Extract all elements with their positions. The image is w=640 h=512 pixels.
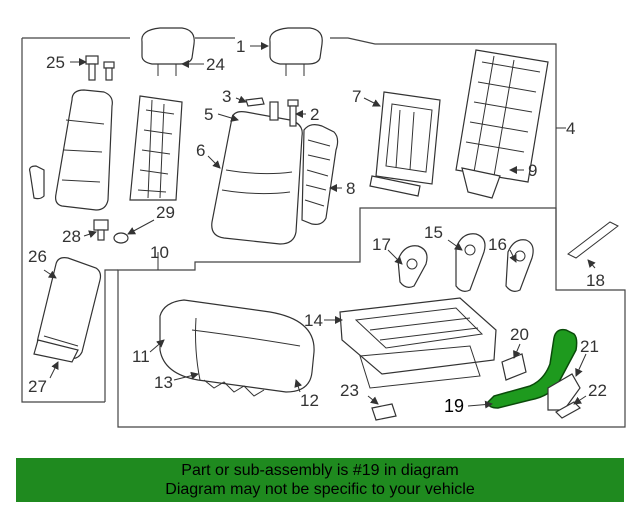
upper-assembly-outline <box>21 37 557 403</box>
bolt-3 <box>245 97 265 107</box>
callout-15: 15 <box>424 223 443 242</box>
seatback-cover-6 <box>211 111 303 245</box>
callout-10: 10 <box>150 243 169 262</box>
callout-16: 16 <box>488 235 507 254</box>
callout-12: 12 <box>300 391 319 410</box>
hinge-16 <box>505 239 534 292</box>
callout-3: 3 <box>222 87 231 106</box>
cover-27 <box>33 339 79 363</box>
callout-25: 25 <box>46 53 65 72</box>
callout-8: 8 <box>346 179 355 198</box>
clip-22 <box>555 401 581 419</box>
callout-4: 4 <box>566 119 575 138</box>
callout-23: 23 <box>340 381 359 400</box>
hinge-17 <box>397 245 428 288</box>
callout-22: 22 <box>588 381 607 400</box>
callout-26: 26 <box>28 247 47 266</box>
part-19-highlighted <box>487 328 578 409</box>
bolt-25 <box>85 55 115 81</box>
seatback-frame-9 <box>455 49 549 199</box>
info-banner: Part or sub-assembly is #19 in diagram D… <box>16 458 624 502</box>
headrest-24 <box>141 27 195 76</box>
callout-21: 21 <box>580 337 599 356</box>
callout-17: 17 <box>372 235 391 254</box>
callout-11: 11 <box>132 347 150 366</box>
callout-6: 6 <box>196 141 205 160</box>
connector-23 <box>371 403 397 421</box>
callout-18: 18 <box>586 271 605 290</box>
callout-24: 24 <box>206 55 225 74</box>
parts-diagram: 1 2 3 4 5 6 7 8 9 10 11 12 13 14 15 16 1… <box>21 27 626 428</box>
callout-28: 28 <box>62 227 81 246</box>
callout-9: 9 <box>528 161 537 180</box>
clip-29 <box>113 232 129 244</box>
callout-13: 13 <box>154 373 173 392</box>
callout-27: 27 <box>28 377 47 396</box>
cover-21 <box>547 373 581 411</box>
cushion-pad-13 <box>203 379 265 397</box>
seatback-pad-8 <box>301 124 339 225</box>
banner-line-2: Diagram may not be specific to your vehi… <box>165 481 475 498</box>
hinge-15 <box>455 233 486 292</box>
callout-2: 2 <box>310 105 319 124</box>
seat-frame-14 <box>339 297 497 389</box>
callout-19: 19 <box>444 396 464 416</box>
seatback-frame-7 <box>369 91 441 197</box>
bolt-28 <box>93 219 109 241</box>
callout-5: 5 <box>204 105 213 124</box>
seat-cushion-12 <box>159 299 315 393</box>
seatback-frame <box>129 95 183 201</box>
lower-assembly-outline <box>117 207 626 428</box>
callout-20: 20 <box>510 325 529 344</box>
seatback-panel <box>29 89 113 211</box>
callout-7: 7 <box>352 87 361 106</box>
banner-line-1: Part or sub-assembly is #19 in diagram <box>181 462 459 479</box>
callout-1: 1 <box>236 37 245 56</box>
callout-29: 29 <box>156 203 175 222</box>
callout-14: 14 <box>304 311 323 330</box>
guide-2 <box>269 99 299 127</box>
left-panel-divider <box>104 269 118 402</box>
headrest-1 <box>269 27 323 76</box>
cable-18 <box>567 221 619 259</box>
